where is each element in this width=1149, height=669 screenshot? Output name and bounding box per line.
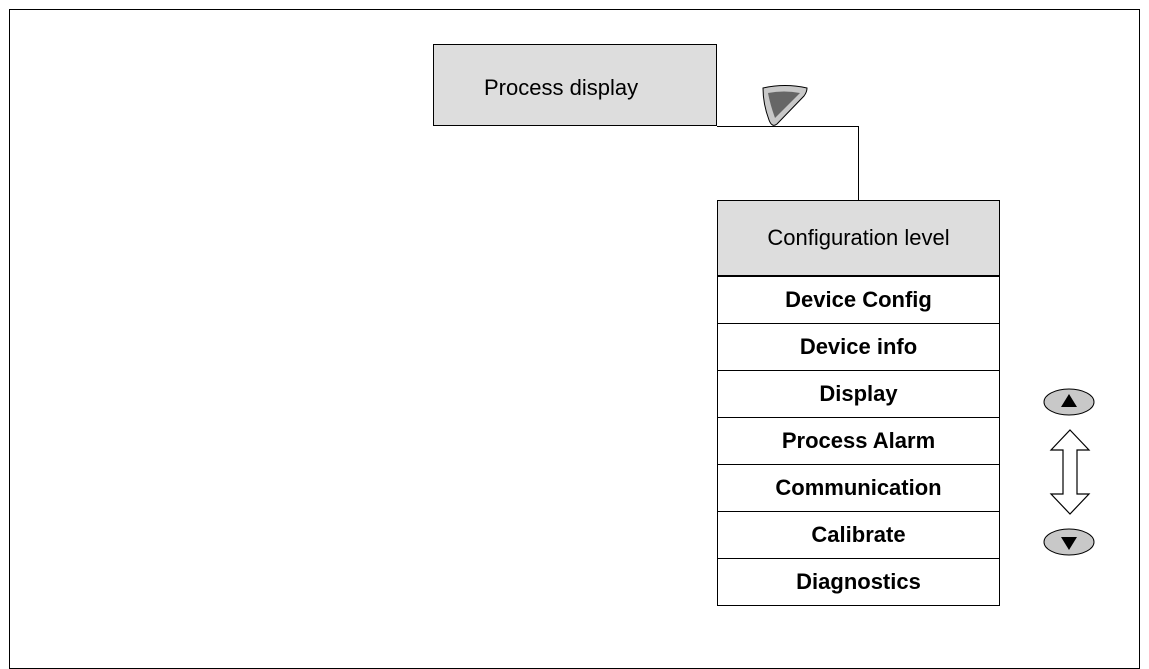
connector-horizontal: [717, 126, 859, 127]
menu-item-process-alarm[interactable]: Process Alarm: [717, 418, 1000, 465]
down-key-icon: [1043, 528, 1095, 556]
menu-item-device-info[interactable]: Device info: [717, 324, 1000, 371]
connector-vertical: [858, 126, 859, 200]
menu-item-display[interactable]: Display: [717, 371, 1000, 418]
configuration-level-header: Configuration level: [717, 200, 1000, 276]
menu-item-communication[interactable]: Communication: [717, 465, 1000, 512]
up-down-arrow-icon: [1049, 429, 1091, 515]
enter-key-icon: [762, 85, 808, 126]
up-key-icon: [1043, 388, 1095, 416]
process-display-box: Process display: [433, 44, 717, 126]
menu-item-calibrate[interactable]: Calibrate: [717, 512, 1000, 559]
configuration-level-menu: Configuration level Device Config Device…: [717, 200, 1000, 606]
menu-item-device-config[interactable]: Device Config: [717, 276, 1000, 324]
menu-item-diagnostics[interactable]: Diagnostics: [717, 559, 1000, 606]
process-display-label: Process display: [484, 75, 639, 100]
